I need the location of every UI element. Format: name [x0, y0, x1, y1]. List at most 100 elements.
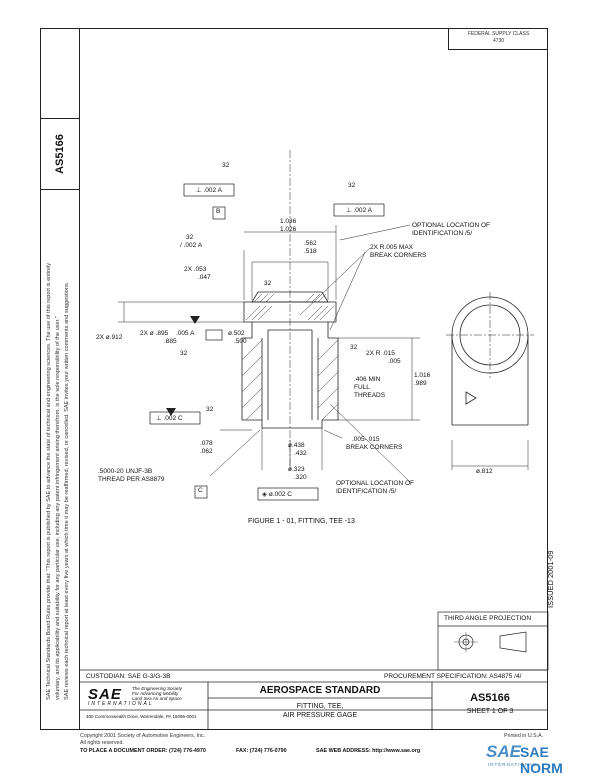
break-corners-1-line2: BREAK CORNERS: [370, 252, 427, 259]
fcf-5-value: ø.002: [268, 491, 286, 498]
fcf-2: ⊥ .002 A: [346, 206, 372, 214]
break-corners-2-line2: BREAK CORNERS: [346, 444, 403, 451]
surface-finish-6: 32: [350, 344, 358, 351]
procurement-spec: PROCUREMENT SPECIFICATION: AS4875 /4/: [384, 673, 522, 680]
fcf-4: ⊥ .002 C: [156, 414, 183, 422]
fcf-6-ref: A: [190, 330, 195, 337]
custodian: CUSTODIAN: SAE G-3/G-3B: [86, 673, 171, 680]
break-corners-1-line1: 2X R.005 MAX: [370, 244, 413, 251]
dim-1016-lower: .989: [414, 380, 427, 387]
thread-min-line2: FULL: [354, 384, 370, 391]
fcf-2-ref: A: [367, 207, 372, 214]
document-title-line2: AIR PRESSURE GAGE: [282, 712, 358, 719]
dim-1016: 1.016.989: [414, 372, 430, 388]
dim-1036-lower: 1.026: [280, 226, 297, 233]
datum-c-label: C: [198, 487, 203, 494]
sae-logo-tagline: The Engineering Society For Advancing Mo…: [132, 686, 182, 701]
optional-location-1-line2: IDENTIFICATION /5/: [412, 230, 473, 237]
dim-323-lower: .320: [294, 474, 307, 481]
sae-address: 400 Commonwealth Drive, Warrendale, PA 1…: [86, 714, 197, 719]
watermark-brand: SAE NORM: [520, 744, 563, 776]
dim-895-upper: 2X ø .895: [140, 330, 169, 337]
watermark-logo: SAE: [486, 742, 521, 761]
dim-1016-upper: 1.016: [414, 372, 431, 379]
fcf-3-value: .002: [183, 242, 197, 249]
fsc-label: FEDERAL SUPPLY CLASS: [467, 31, 530, 37]
dim-438-upper: ø.438: [288, 442, 305, 449]
dim-502-upper: ø.502: [228, 330, 245, 337]
thread-spec-line2: THREAD PER AS8879: [98, 476, 165, 483]
web-address: SAE WEB ADDRESS: http://www.sae.org: [316, 748, 421, 754]
order-phone: TO PLACE A DOCUMENT ORDER: (724) 776-497…: [80, 748, 206, 754]
federal-supply-class-box: FEDERAL SUPPLY CLASS 4730: [448, 28, 548, 50]
fcf-5: ◈ ø.002 C: [262, 490, 292, 498]
thread-min-line3: THREADS: [354, 392, 386, 399]
sae-logo-sub: INTERNATIONAL: [88, 701, 154, 707]
dim-078-lower: .062: [200, 448, 213, 455]
dim-r015-lower: .005: [388, 358, 401, 365]
surface-finish-2: 32: [348, 182, 356, 189]
fcf-2-value: .002: [353, 207, 367, 214]
fcf-1-symbol: ⊥: [196, 187, 202, 194]
datum-b-label: B: [216, 208, 221, 215]
fcf-4-symbol: ⊥: [156, 415, 162, 422]
break-corners-2-line1: .005-.015: [352, 436, 380, 443]
dim-323: ø.323.320: [288, 466, 307, 482]
dim-895: 2X ø .895.885: [140, 330, 177, 346]
dim-053-lower: .047: [198, 274, 211, 281]
optional-location-1-line1: OPTIONAL LOCATION OF: [412, 222, 491, 229]
optional-location-2-line1: OPTIONAL LOCATION OF: [336, 480, 415, 487]
fcf-4-value: .002: [163, 415, 177, 422]
document-title: FITTING, TEE, AIR PRESSURE GAGE: [208, 702, 432, 720]
dim-r015-upper: 2X R .015: [366, 350, 395, 357]
fcf-4-ref: C: [177, 415, 183, 422]
fsc-value: 4730: [492, 38, 505, 44]
issued-date: ISSUED 2001-09: [546, 550, 555, 608]
fcf-1-value: .002: [203, 187, 217, 194]
third-angle-projection-label: THIRD ANGLE PROJECTION: [444, 615, 532, 622]
optional-location-2-line2: IDENTIFICATION /5/: [336, 488, 397, 495]
dim-053-upper: 2X .053: [184, 266, 207, 273]
dim-053: 2X .053.047: [184, 266, 211, 282]
copyright-line-2: All rights reserved.: [80, 740, 124, 746]
document-title-line1: FITTING, TEE,: [296, 703, 344, 710]
figure-caption: FIGURE 1 - 01, FITTING, TEE -13: [248, 518, 355, 525]
sae-logo: SAE INTERNATIONAL The Engineering Societ…: [86, 686, 204, 708]
dim-323-upper: ø.323: [288, 466, 305, 473]
dim-562-upper: .562: [304, 240, 317, 247]
dim-895-lower: .885: [164, 338, 177, 345]
fcf-6: .005 A: [176, 330, 194, 337]
fcf-3-symbol: /: [180, 242, 182, 249]
thread-min-line1: .406 MIN: [354, 376, 381, 383]
printed-in: Printed in U.S.A.: [504, 733, 544, 739]
dim-078-upper: .078: [200, 440, 213, 447]
title-doc-number: AS5166: [470, 692, 510, 704]
surface-finish-1: 32: [222, 162, 230, 169]
sae-logo-tag3: Land Sea Air and Space: [132, 696, 182, 701]
dim-502: ø.502.500: [228, 330, 247, 346]
dim-562: .562.518: [304, 240, 317, 256]
dim-r015: 2X R .015.005: [366, 350, 401, 366]
surface-finish-4: 32: [264, 280, 272, 287]
dim-438: ø.438.432: [288, 442, 307, 458]
dim-562-lower: .518: [304, 248, 317, 255]
left-margin-band: [40, 28, 80, 730]
surface-finish-5: 32: [180, 350, 188, 357]
dim-502-lower: .500: [234, 338, 247, 345]
sae-norm-watermark: SAE SAE NORM INTERNATIONAL: [486, 742, 594, 776]
fcf-2-symbol: ⊥: [346, 207, 352, 214]
fcf-5-ref: C: [287, 491, 292, 498]
dim-812: ø.812: [476, 468, 493, 475]
dim-438-lower: .432: [294, 450, 307, 457]
fcf-3: / .002 A: [180, 242, 202, 249]
sae-logo-tag2: For Advancing Mobility: [132, 691, 179, 696]
sae-logo-main: SAE: [88, 686, 122, 703]
surface-finish-7: 32: [206, 406, 214, 413]
surface-finish-3: 32: [186, 234, 194, 241]
fcf-1-ref: A: [217, 187, 222, 194]
